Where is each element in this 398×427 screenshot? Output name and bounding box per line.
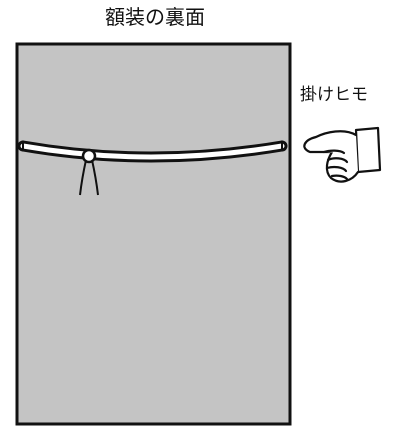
hanging-cord-label: 掛けヒモ [300,85,368,105]
cord-knot [79,148,99,196]
frame-back-panel [15,42,292,426]
pointing-hand-icon [303,126,382,183]
hanging-cord [17,140,288,163]
diagram-title: 額装の裏面 [105,5,205,29]
